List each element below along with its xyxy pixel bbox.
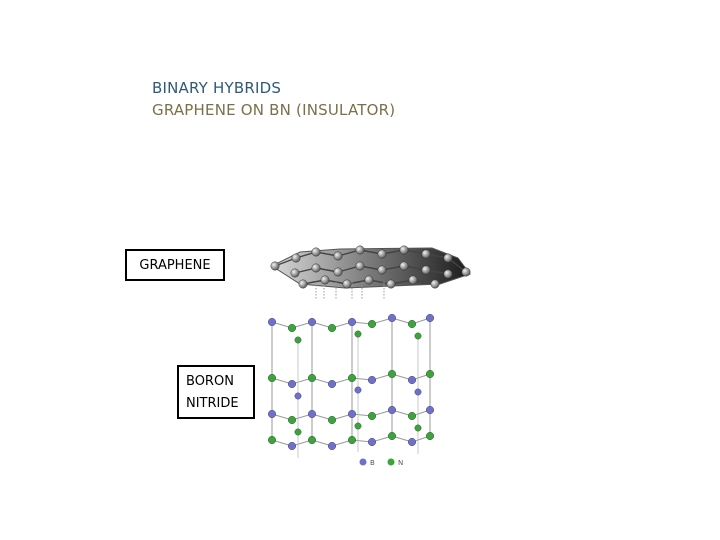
nitrogen-atom: [388, 432, 397, 441]
carbon-atom: [291, 253, 301, 263]
boron-atom: [368, 376, 377, 385]
boron-legend-label: B: [370, 459, 375, 467]
carbon-atom: [399, 245, 409, 255]
carbon-atom: [311, 247, 321, 257]
nitrogen-atom: [408, 412, 417, 421]
boron-nitride-label: BORON NITRIDE: [177, 365, 255, 419]
boron-atom: [268, 318, 277, 327]
carbon-atom: [298, 279, 308, 289]
carbon-atom: [408, 275, 418, 285]
boron-atom: [308, 318, 317, 327]
nitrogen-atom: [288, 324, 297, 333]
boron-atom: [348, 410, 357, 419]
boron-atom: [294, 392, 302, 400]
boron-atom: [426, 314, 435, 323]
carbon-atom: [364, 275, 374, 285]
nitrogen-atom: [348, 436, 357, 445]
bn-atoms: [268, 314, 435, 451]
carbon-atom: [461, 267, 471, 277]
boron-atom: [308, 410, 317, 419]
nitrogen-atom: [426, 432, 435, 441]
carbon-atom: [290, 268, 300, 278]
carbon-atom: [430, 279, 440, 289]
graphene-label-text: GRAPHENE: [139, 257, 211, 273]
boron-atom: [408, 438, 417, 447]
title-line-2: GRAPHENE ON BN (INSULATOR): [152, 101, 396, 119]
carbon-atom: [377, 265, 387, 275]
graphene-sheet: [270, 245, 471, 299]
nitrogen-atom: [288, 416, 297, 425]
nitrogen-atom: [294, 428, 302, 436]
nitrogen-atom: [354, 422, 362, 430]
boron-nitride-lattice: [268, 314, 435, 458]
boron-atom: [288, 380, 297, 389]
nitrogen-atom: [328, 324, 337, 333]
boron-atom: [288, 442, 297, 451]
carbon-atom: [443, 269, 453, 279]
boron-atom: [268, 410, 277, 419]
boron-atom: [414, 388, 422, 396]
nitrogen-atom: [308, 374, 317, 383]
carbon-atom: [270, 261, 280, 271]
boron-legend-dot: [359, 458, 367, 466]
nitrogen-atom: [354, 330, 362, 338]
nitrogen-atom: [268, 436, 277, 445]
boron-atom: [348, 318, 357, 327]
carbon-atom: [443, 253, 453, 263]
graphene-label: GRAPHENE: [125, 249, 225, 281]
title-line-1: BINARY HYBRIDS: [152, 79, 282, 97]
bn-label-line-2: NITRIDE: [186, 396, 239, 411]
bn-label-line-1: BORON: [186, 374, 234, 389]
boron-atom: [408, 376, 417, 385]
nitrogen-atom: [368, 320, 377, 329]
nitrogen-atom: [294, 336, 302, 344]
nitrogen-atom: [408, 320, 417, 329]
carbon-atom: [311, 263, 321, 273]
nitrogen-atom: [388, 370, 397, 379]
atom-legend: B N: [359, 458, 403, 467]
boron-atom: [354, 386, 362, 394]
nitrogen-atom: [308, 436, 317, 445]
carbon-atom: [399, 261, 409, 271]
carbon-atom: [421, 249, 431, 259]
carbon-atom: [320, 275, 330, 285]
nitrogen-atom: [268, 374, 277, 383]
nitrogen-atom: [414, 424, 422, 432]
carbon-atom: [355, 245, 365, 255]
boron-atom: [368, 438, 377, 447]
carbon-atom: [421, 265, 431, 275]
carbon-atom: [377, 249, 387, 259]
nitrogen-atom: [328, 416, 337, 425]
nitrogen-legend-label: N: [398, 459, 403, 467]
graphene-carbon-atoms: [270, 245, 471, 289]
boron-atom: [328, 380, 337, 389]
nitrogen-atom: [368, 412, 377, 421]
carbon-atom: [386, 279, 396, 289]
carbon-atom: [333, 251, 343, 261]
nitrogen-atom: [426, 370, 435, 379]
boron-atom: [388, 314, 397, 323]
carbon-atom: [355, 261, 365, 271]
carbon-atom: [342, 279, 352, 289]
carbon-atom: [333, 267, 343, 277]
nitrogen-atom: [414, 332, 422, 340]
boron-atom: [328, 442, 337, 451]
boron-atom: [388, 406, 397, 415]
boron-atom: [426, 406, 435, 415]
nitrogen-atom: [348, 374, 357, 383]
nitrogen-legend-dot: [387, 458, 395, 466]
